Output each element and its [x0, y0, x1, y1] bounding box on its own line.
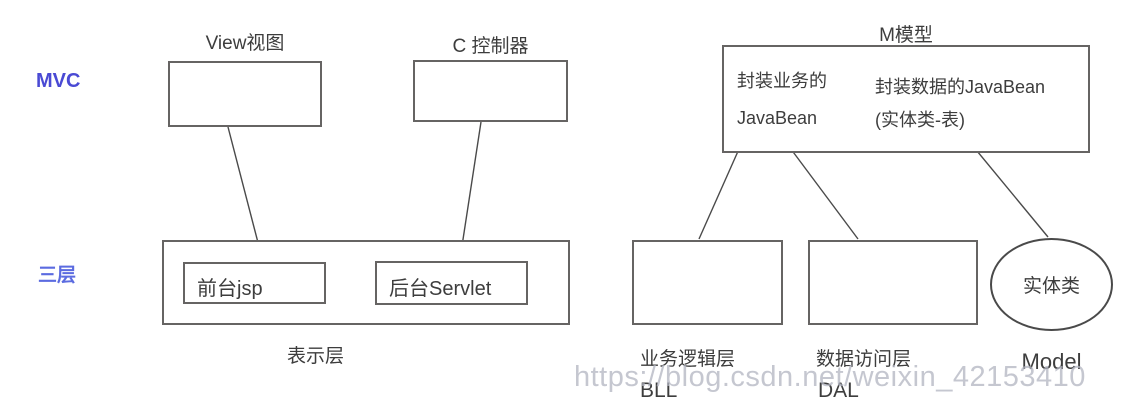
bll-box [632, 240, 783, 325]
jsp-box-label: 前台jsp [197, 278, 263, 300]
model-caption: Model [1021, 349, 1082, 374]
dal-caption-en: DAL [818, 379, 859, 402]
bll-caption-en: BLL [640, 379, 678, 402]
model-box-title: M模型 [879, 25, 933, 46]
model-data-javabean-text: 封装数据的JavaBean (实体类-表) [875, 71, 1045, 137]
model-data-line1: 封装数据的JavaBean [875, 77, 1046, 97]
entity-class-ellipse: 实体类 [990, 238, 1113, 331]
model-data-line2: (实体类-表) [875, 110, 965, 130]
bll-caption-cn: 业务逻辑层 [640, 349, 736, 370]
dal-box [808, 240, 978, 325]
model-business-line2: JavaBean [737, 108, 818, 128]
row-label-three-tier: 三层 [38, 265, 77, 286]
controller-box [413, 60, 568, 122]
dal-caption-cn: 数据访问层 [816, 349, 912, 370]
model-business-line1: 封装业务的 [737, 71, 827, 91]
view-box-title: View视图 [205, 33, 285, 54]
csdn-watermark: https://blog.csdn.net/weixin_42153410 [574, 361, 1086, 393]
entity-class-label: 实体类 [1022, 276, 1080, 297]
view-box [168, 61, 322, 127]
jsp-box: 前台jsp [183, 262, 326, 304]
model-business-javabean-text: 封装业务的 JavaBean [737, 63, 827, 137]
presentation-layer-caption: 表示层 [287, 346, 345, 367]
servlet-box: 后台Servlet [375, 261, 528, 305]
servlet-box-label: 后台Servlet [389, 278, 492, 300]
controller-box-title: C 控制器 [452, 36, 529, 57]
row-label-mvc: MVC [36, 70, 81, 92]
model-box: 封装业务的 JavaBean 封装数据的JavaBean (实体类-表) [722, 45, 1090, 153]
